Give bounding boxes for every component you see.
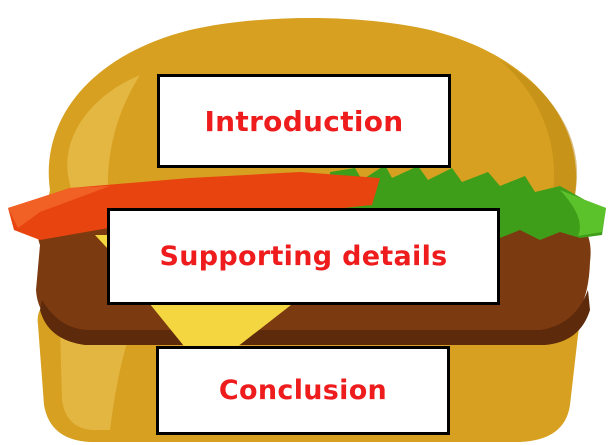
top-bun-shadow bbox=[500, 60, 578, 200]
top-bun-highlight bbox=[67, 75, 140, 195]
cheese bbox=[145, 298, 300, 372]
supporting-details-box: Supporting details bbox=[107, 208, 500, 305]
conclusion-label: Conclusion bbox=[218, 375, 388, 406]
conclusion-box: Conclusion bbox=[156, 346, 450, 435]
supporting-details-label: Supporting details bbox=[159, 241, 448, 272]
tomato-shade bbox=[8, 186, 110, 228]
lettuce-light bbox=[560, 190, 606, 236]
introduction-label: Introduction bbox=[204, 104, 404, 138]
introduction-box: Introduction bbox=[157, 74, 451, 168]
